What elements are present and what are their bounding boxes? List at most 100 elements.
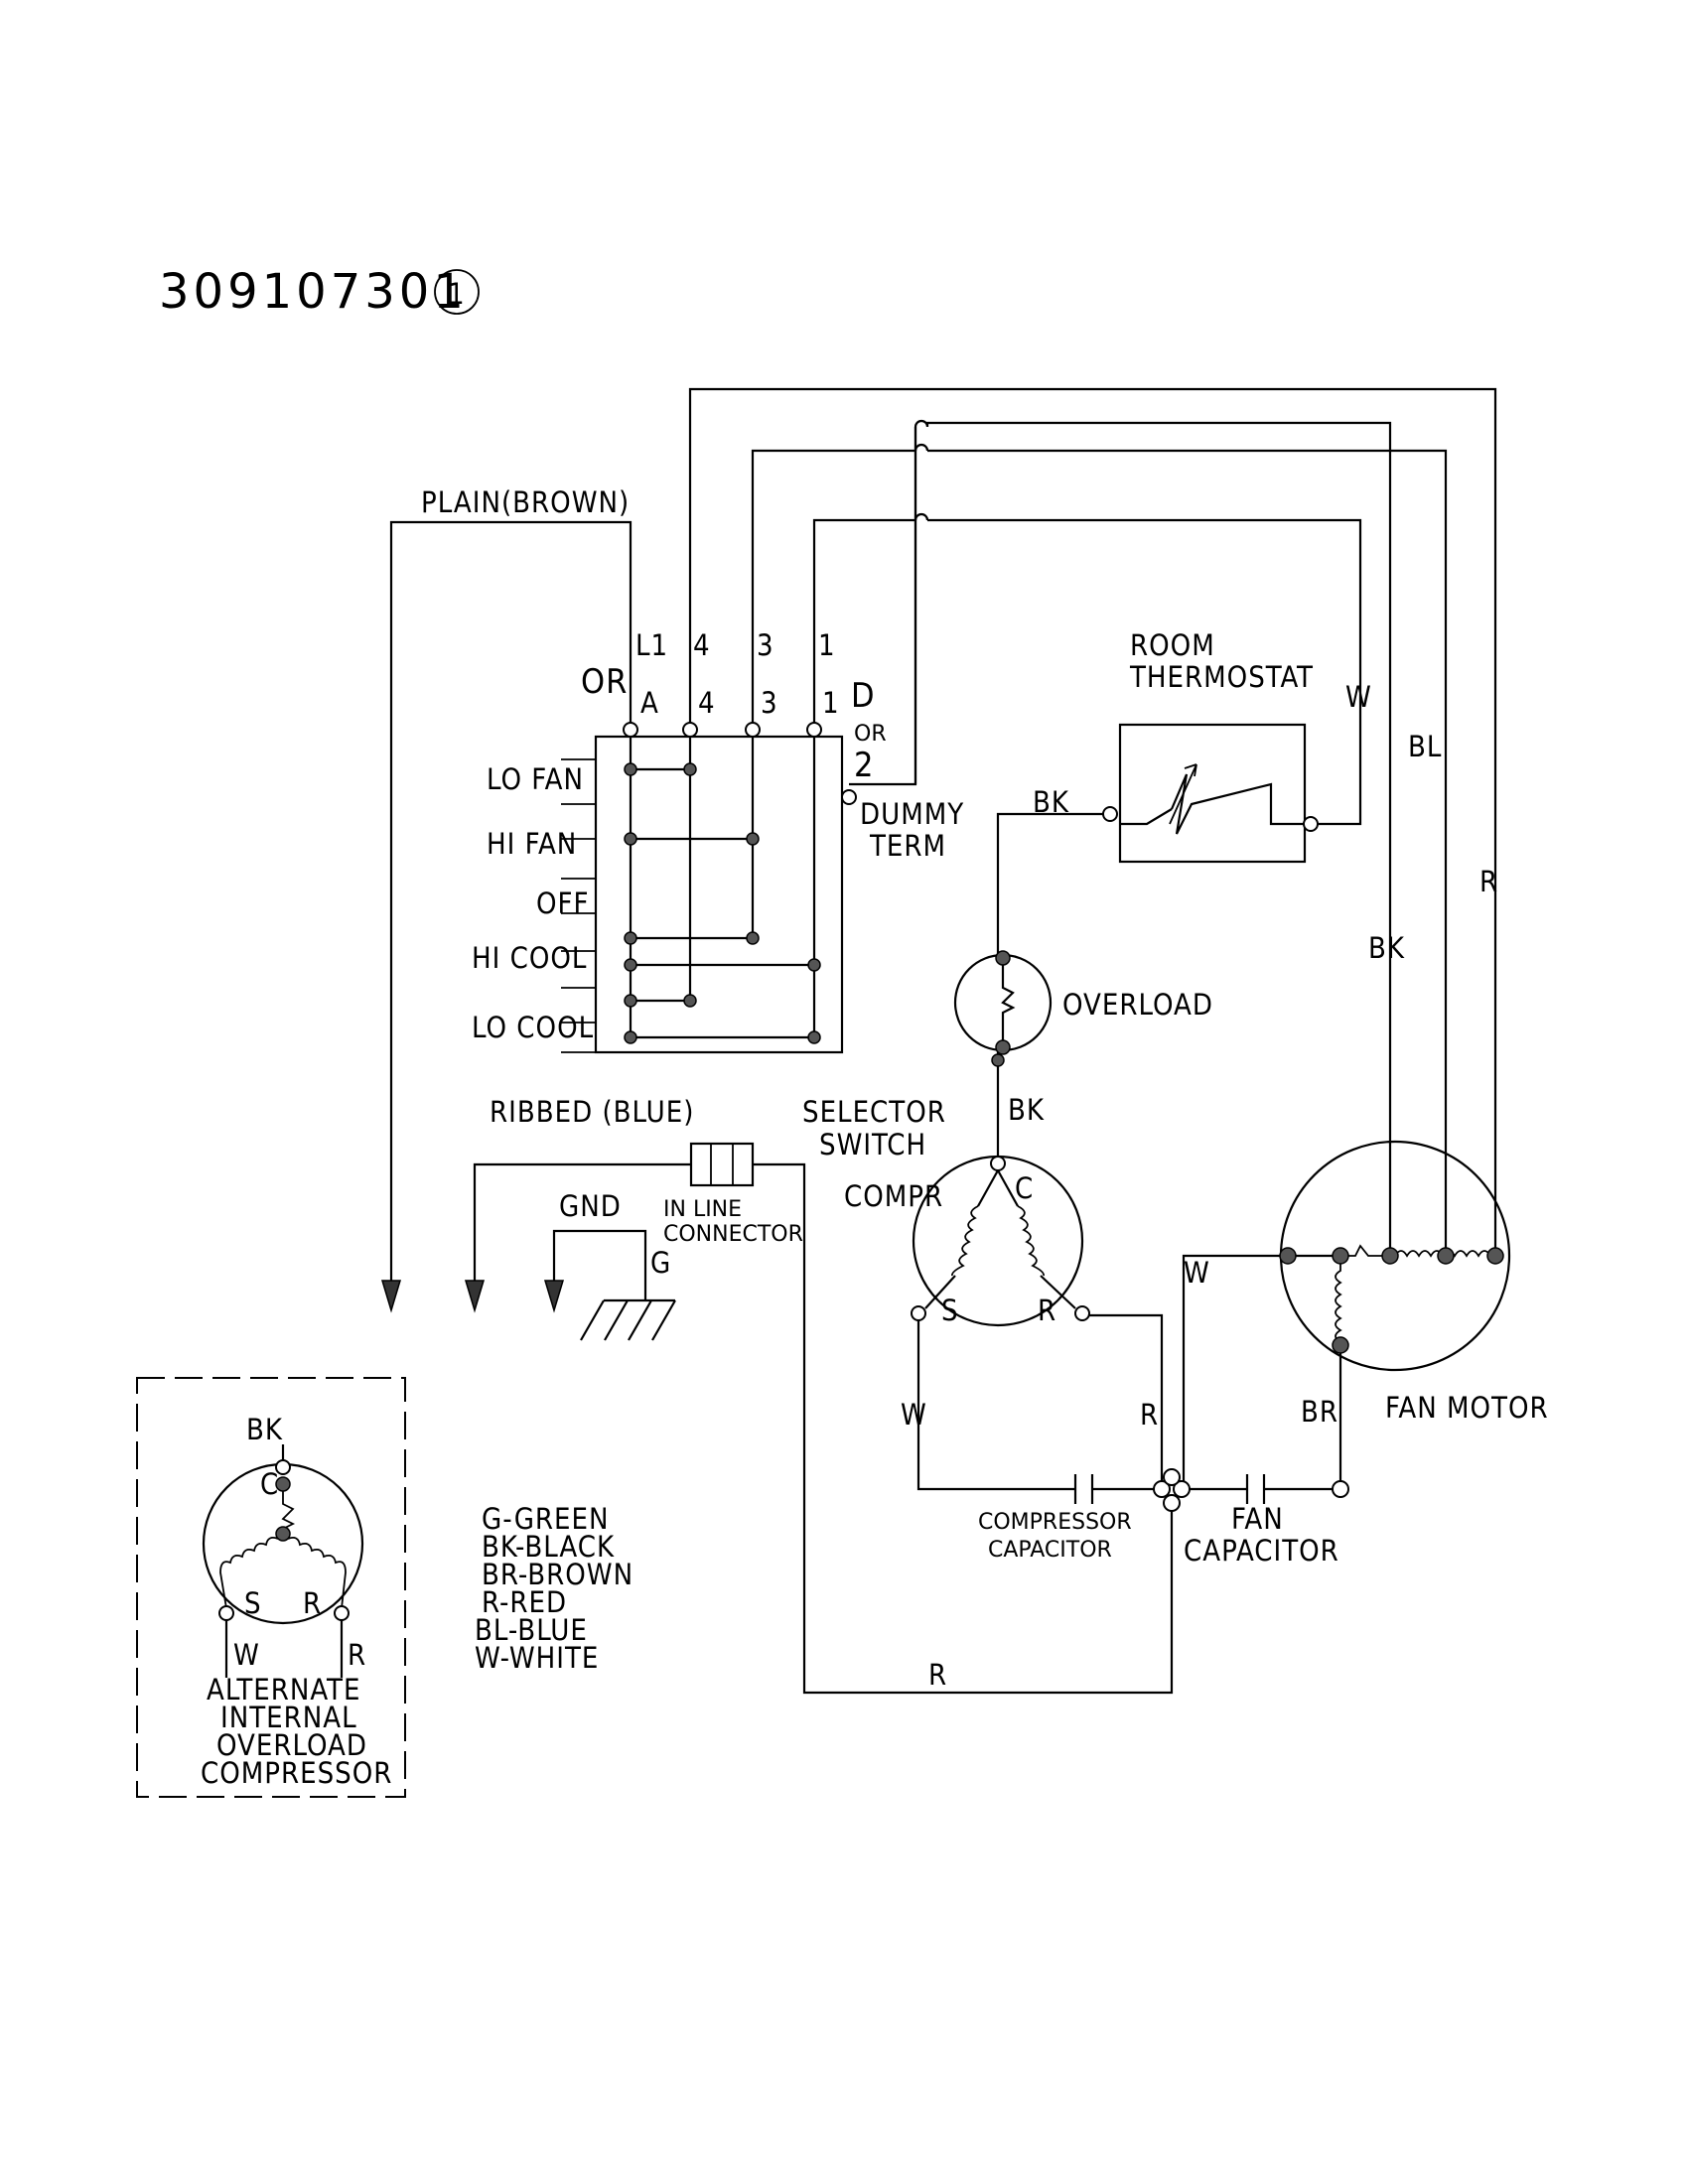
alternate-terminal-s — [218, 1605, 234, 1621]
alternate-s-label: S — [244, 1586, 262, 1620]
wire-w-fan — [1182, 1254, 1283, 1481]
part-number: 309107301 — [159, 264, 468, 320]
ground-g-label: G — [650, 1246, 671, 1280]
thermostat-terminal-w — [1303, 816, 1319, 832]
alternate-overload-node — [275, 1526, 291, 1542]
selector-switch-label-2: SWITCH — [819, 1128, 926, 1161]
wire-label-1: 1 — [818, 628, 836, 662]
compressor-start-winding — [951, 1205, 979, 1277]
terminal-dummy — [841, 789, 857, 805]
wire-label-3: 3 — [757, 628, 774, 662]
revision-circle — [434, 269, 480, 315]
compressor-capacitor-label-2: CAPACITOR — [988, 1538, 1112, 1563]
plain-brown-label: PLAIN(BROWN) — [421, 485, 630, 519]
wire-label-bk-fan: BK — [1368, 931, 1405, 965]
compressor-terminal-c — [990, 1156, 1006, 1171]
thermostat-element — [1120, 773, 1305, 835]
inline-connector-box — [689, 1142, 755, 1187]
alternate-compressor-box — [136, 1377, 406, 1798]
alternate-line-2: INTERNAL — [220, 1701, 357, 1734]
alternate-line-4: COMPRESSOR — [201, 1756, 392, 1790]
alternate-terminal-r — [334, 1605, 350, 1621]
ground-wire — [552, 1229, 647, 1300]
wire-label-bk-overload: BK — [1008, 1093, 1045, 1127]
inline-connector-label-1: IN LINE — [663, 1197, 742, 1222]
wire-r-compr — [1082, 1313, 1164, 1481]
wire-r-bottom — [753, 1162, 1174, 1695]
alternate-r-label: R — [303, 1586, 322, 1620]
revision-number: 1 — [448, 277, 466, 311]
wire-label-br: BR — [1301, 1395, 1338, 1429]
legend-white: W-WHITE — [475, 1641, 599, 1675]
wire-label-w-compr: W — [901, 1398, 927, 1432]
ribbed-blue-label: RIBBED (BLUE) — [490, 1095, 694, 1129]
overload-label: OVERLOAD — [1062, 988, 1213, 1022]
alternate-leads — [224, 1620, 344, 1678]
terminal-a — [623, 722, 638, 738]
wire-label-bl: BL — [1408, 730, 1442, 763]
position-hi-cool: HI COOL — [472, 941, 587, 975]
alternate-r-wire-label: R — [348, 1638, 366, 1672]
terminal-4 — [682, 722, 698, 738]
compressor-capacitor-label-1: COMPRESSOR — [978, 1510, 1132, 1535]
terminal-label-a: A — [640, 686, 659, 720]
wire-r-fan — [688, 387, 1497, 1256]
wire-label-4: 4 — [693, 628, 711, 662]
wire-label-r-compr: R — [1140, 1398, 1159, 1432]
alternate-start-winding — [219, 1536, 279, 1609]
inline-connector-divisions — [710, 1144, 734, 1185]
overload-terminal-lower — [991, 1053, 1005, 1067]
selector-switch-label-1: SELECTOR — [802, 1095, 946, 1129]
alternate-run-winding — [287, 1536, 347, 1609]
legend-red: R-RED — [482, 1585, 567, 1619]
terminal-label-d: D — [851, 676, 876, 716]
compressor-terminal-r — [1074, 1305, 1090, 1321]
compressor-terminal-s — [911, 1305, 926, 1321]
switch-contact-dots — [624, 762, 821, 1044]
inline-connector-label-2: CONNECTOR — [663, 1222, 803, 1247]
dummy-term-line2: TERM — [869, 829, 946, 863]
alternate-bk-label: BK — [246, 1413, 283, 1446]
terminal-label-2: 2 — [854, 746, 874, 785]
compressor-capacitor-symbol — [1073, 1474, 1162, 1504]
switch-position-ticks — [561, 758, 596, 1053]
plug-prongs — [380, 1280, 565, 1313]
legend-green: G-GREEN — [482, 1502, 610, 1536]
dummy-term-line1: DUMMY — [860, 797, 964, 831]
thermostat-terminal-bk — [1102, 806, 1118, 822]
compressor-run-winding — [1017, 1205, 1045, 1277]
wire-w-thermostat — [812, 518, 1362, 826]
position-hi-fan: HI FAN — [487, 827, 577, 861]
compressor-label-s: S — [941, 1294, 959, 1327]
alternate-c-label: C — [260, 1467, 279, 1501]
switch-contacts — [631, 767, 814, 1039]
thermostat-box — [1118, 723, 1307, 864]
color-legend: G-GREEN BK-BLACK BR-BROWN R-RED BL-BLUE … — [475, 1502, 633, 1675]
wire-label-bk-thermostat: BK — [1033, 785, 1069, 819]
ground-symbol — [580, 1298, 676, 1341]
overload-terminal-bottom — [995, 1039, 1011, 1055]
alternate-internal-overload — [281, 1491, 296, 1530]
ribbed-blue-wire — [473, 1162, 691, 1281]
alternate-line-1: ALTERNATE — [207, 1673, 360, 1706]
crossover-hop-2 — [914, 512, 929, 521]
alternate-terminal-bk — [275, 1459, 291, 1475]
fan-motor-start-winding — [1335, 1256, 1342, 1345]
ground-gnd-label: GND — [559, 1189, 622, 1223]
switch-or-label: OR — [581, 662, 628, 702]
wire-label-r-bottom: R — [928, 1658, 947, 1692]
wire-label-w-thermostat: W — [1345, 680, 1372, 714]
plain-brown-wire — [389, 520, 633, 1281]
terminal-3 — [745, 722, 761, 738]
position-off: OFF — [536, 887, 590, 920]
wire-label-l1: L1 — [635, 628, 668, 662]
thermostat-adjust-arrow — [1169, 763, 1197, 825]
terminal-label-1: 1 — [822, 686, 840, 720]
terminal-1 — [806, 722, 822, 738]
fan-capacitor-label-2: CAPACITOR — [1184, 1534, 1339, 1568]
overload-element — [1001, 958, 1016, 1047]
alternate-line-3: OVERLOAD — [216, 1728, 367, 1762]
terminal-label-4: 4 — [698, 686, 716, 720]
selector-switch-box — [594, 735, 844, 1054]
compressor-leads — [924, 1169, 1076, 1309]
